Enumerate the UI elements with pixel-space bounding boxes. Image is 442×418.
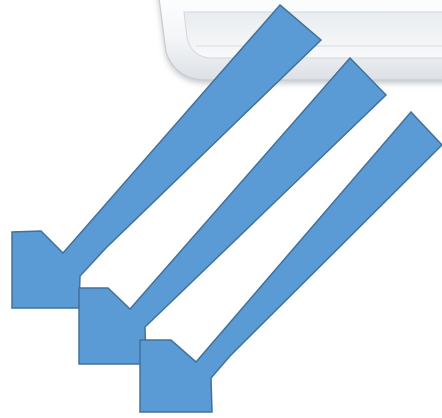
illustration-canvas (0, 0, 442, 418)
airflow-illustration (0, 0, 442, 418)
